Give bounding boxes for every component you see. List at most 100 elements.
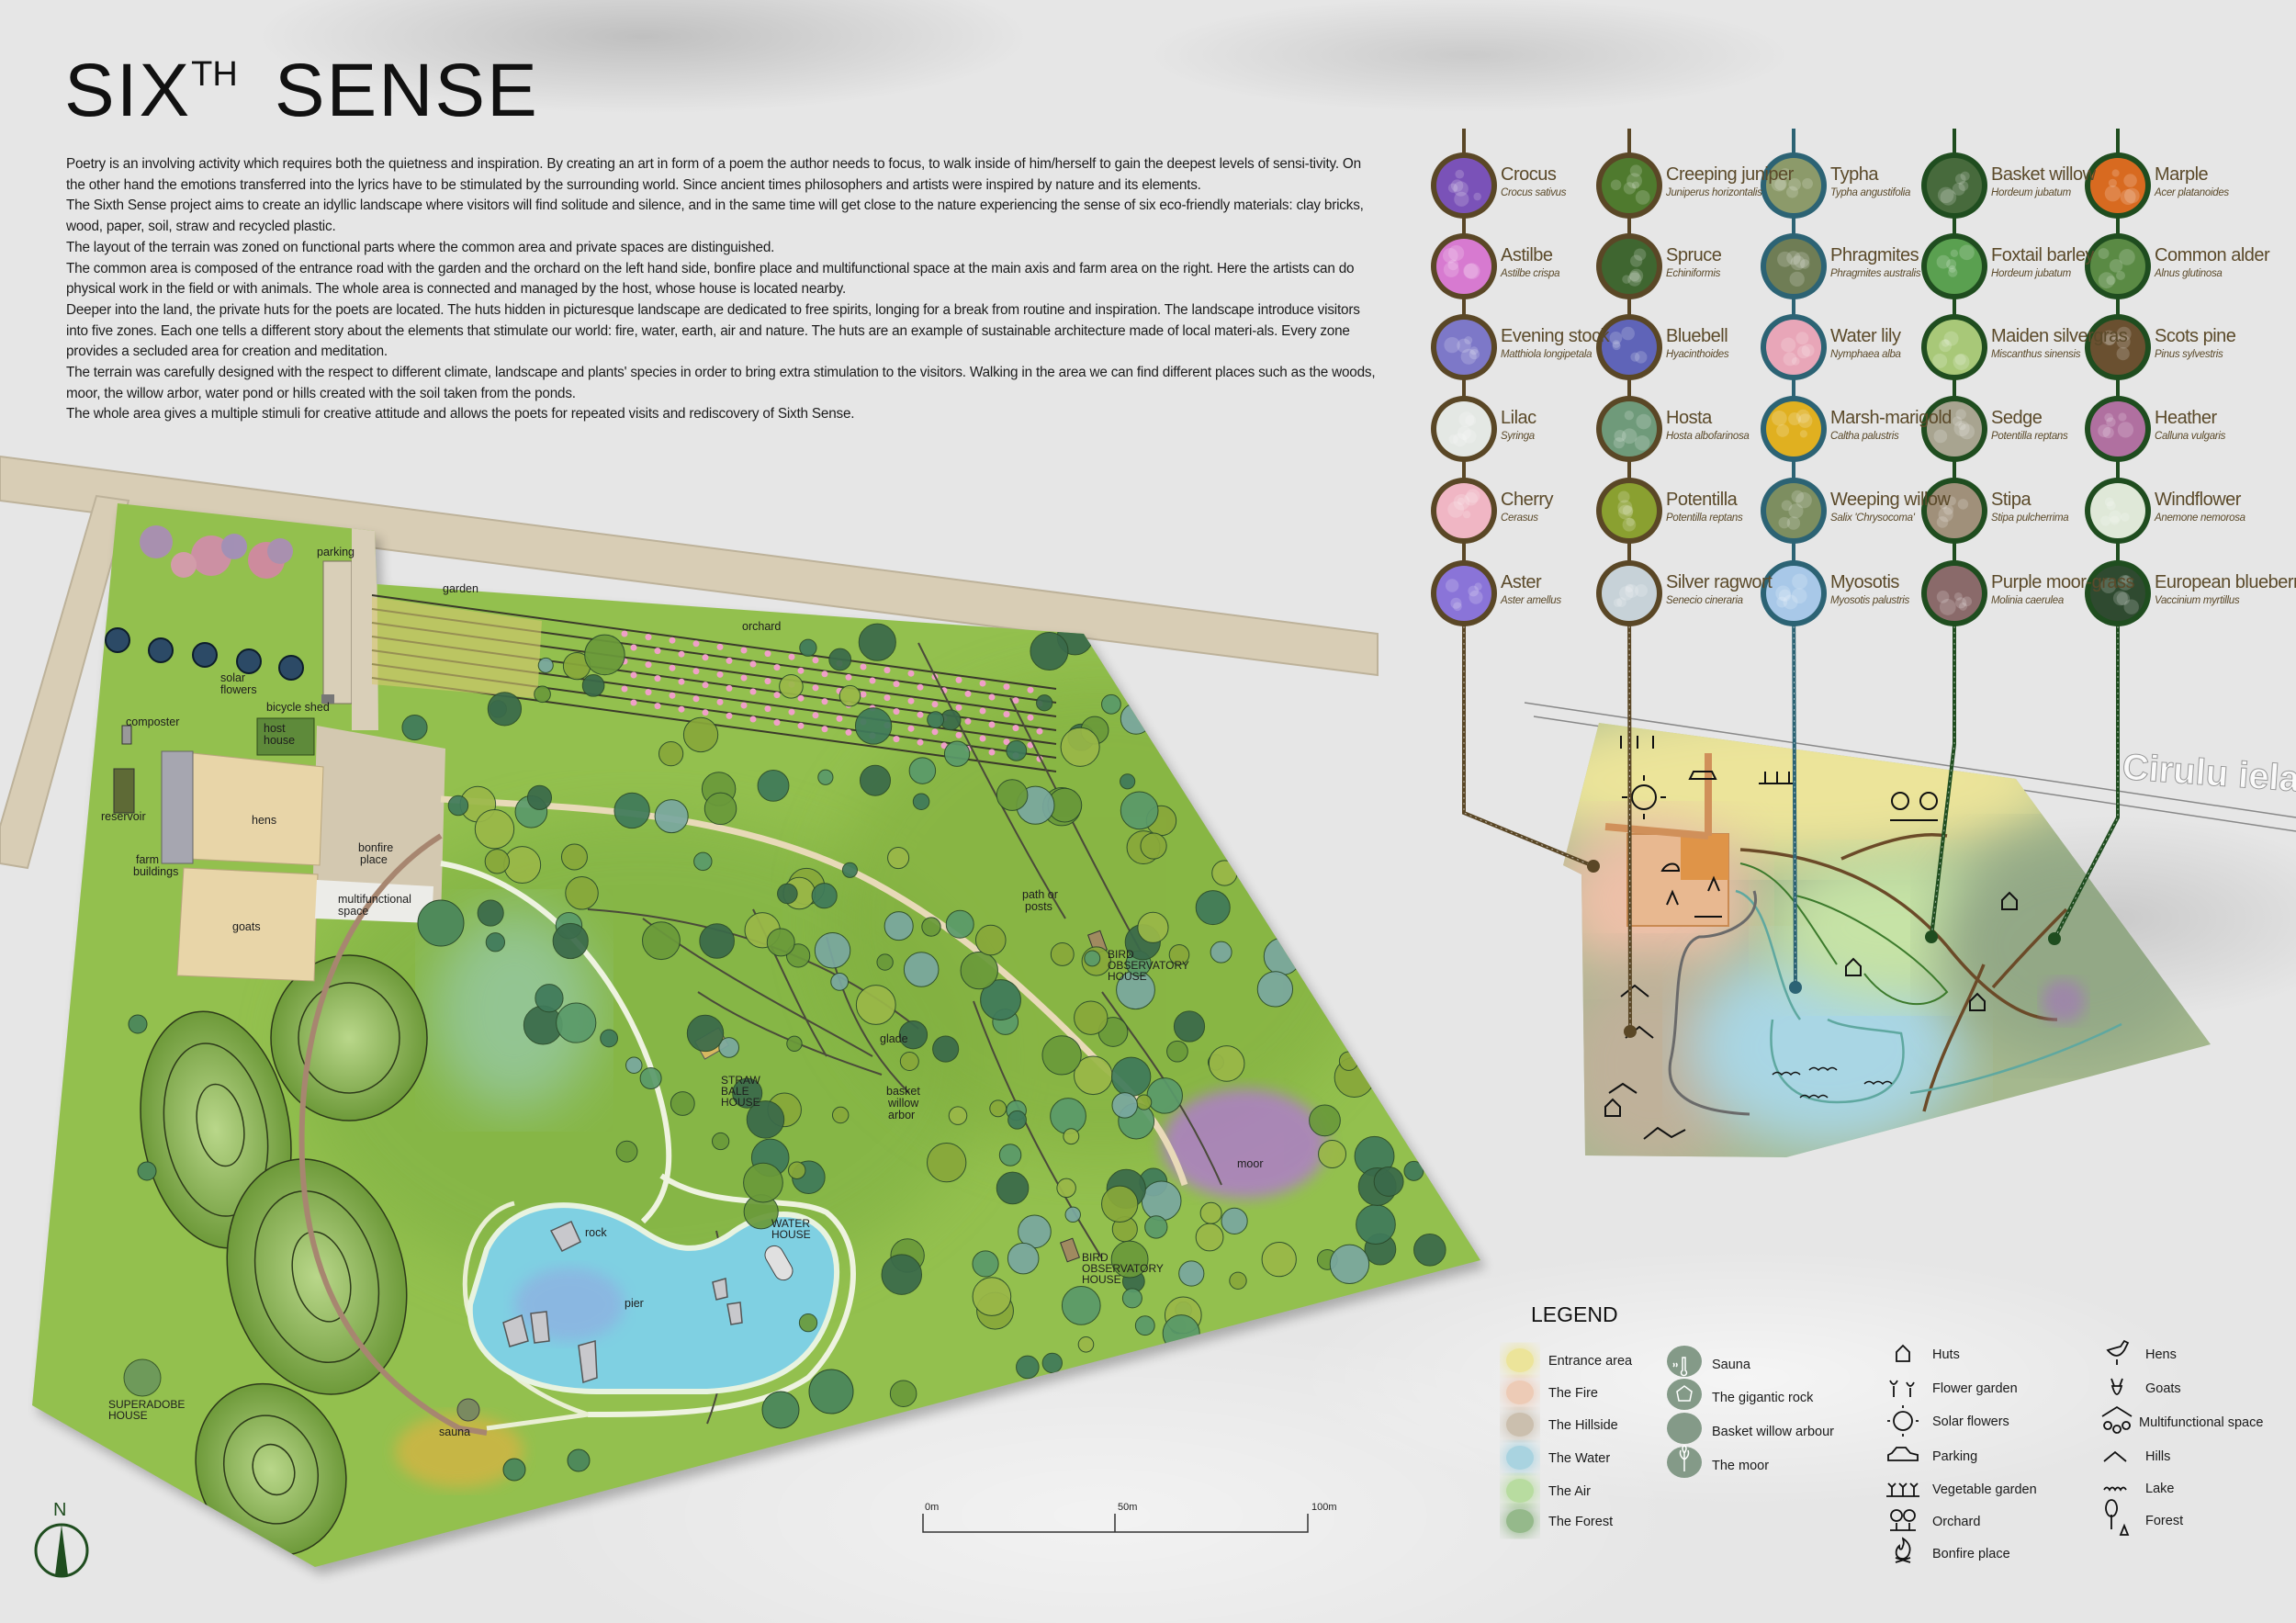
tree: [887, 847, 910, 870]
plant-photo-texture: [1954, 174, 1966, 185]
plant-photo-texture: [2112, 591, 2128, 606]
plant-name: Maiden silvergras: [1991, 326, 2128, 346]
plant-photo-texture: [1799, 259, 1810, 269]
host-house: [256, 717, 315, 756]
plant-photo: [1602, 401, 1657, 456]
tree: [1141, 1180, 1182, 1222]
tree: [670, 1091, 695, 1116]
garden-row: [371, 594, 1057, 690]
orchard-tree: [845, 673, 852, 681]
plant-photo-texture: [1957, 499, 1969, 510]
orchard-tree: [917, 683, 924, 691]
plant-photo: [1436, 401, 1491, 456]
tree: [998, 1144, 1022, 1167]
orchard-tree: [678, 705, 685, 713]
orchard-tree: [797, 694, 805, 702]
plant-photo-texture: [1777, 251, 1793, 267]
tree: [1077, 1336, 1095, 1353]
tree: [945, 909, 974, 939]
tree: [908, 757, 937, 784]
plant-photo: [1766, 566, 1821, 621]
label-superadobe-1: SUPERADOBE: [108, 1398, 185, 1411]
legend-symbol-label: Hills: [2145, 1449, 2170, 1464]
legend-feature-label: The moor: [1712, 1459, 1769, 1473]
plant-photo-texture: [1946, 496, 1956, 506]
tree: [137, 1161, 157, 1181]
hut-icon: [1896, 1344, 1910, 1362]
plant-photo-texture: [2116, 592, 2131, 605]
tree: [974, 924, 1007, 956]
orchard-tree: [702, 682, 709, 689]
plant-photo-texture: [2104, 412, 2113, 423]
plant-photo-texture: [2109, 259, 2123, 273]
plant-photo-texture: [1614, 429, 1626, 443]
plant-photo-texture: [1953, 592, 1963, 601]
tree: [1229, 1271, 1247, 1291]
plant-photo-texture: [1940, 189, 1957, 206]
tree: [1111, 1092, 1138, 1119]
connector-dots: [2054, 593, 2119, 940]
solar-flower: [192, 642, 218, 668]
plant-photo-texture: [1937, 186, 1954, 204]
plant-photo-texture: [1634, 351, 1648, 364]
orchard-tree: [621, 630, 628, 637]
tree: [654, 799, 689, 834]
tree: [703, 792, 737, 826]
legend-swatch: [1506, 1446, 1534, 1470]
plant-name: Crocus: [1501, 164, 1557, 185]
tree: [1036, 694, 1053, 712]
plant-item: [1921, 478, 1987, 544]
tree: [996, 779, 1029, 811]
plant-latin-name: Aster amellus: [1500, 595, 1561, 606]
plant-item: [1596, 560, 1662, 626]
plant-photo: [1927, 401, 1982, 456]
plant-photo-texture: [2100, 577, 2117, 593]
plant-photo-texture: [1450, 179, 1464, 192]
tree: [1134, 1315, 1155, 1336]
plant-latin-name: Syringa: [1501, 431, 1535, 442]
rocks: [502, 1221, 743, 1384]
tree: [1329, 1244, 1370, 1285]
connector-end: [1587, 860, 1600, 873]
plant-photo: [2090, 320, 2145, 375]
tree: [927, 711, 945, 729]
plant-photo-texture: [1958, 181, 1969, 191]
orchard-tree: [773, 664, 781, 671]
plant-photo-texture: [2106, 276, 2116, 286]
plant-photo-texture: [1465, 414, 1477, 426]
plant-photo-texture: [1450, 597, 1462, 609]
plant-photo: [1602, 158, 1657, 213]
plant-photo-texture: [1610, 179, 1622, 191]
tree: [1007, 1110, 1027, 1130]
orchard-tree: [955, 704, 962, 711]
label-orchard: orchard: [742, 620, 781, 633]
tree: [1016, 1355, 1040, 1380]
orchard-tree: [764, 678, 771, 685]
plant-photo-texture: [1778, 589, 1792, 602]
plant-photo: [2090, 239, 2145, 294]
legend-symbol-label: Hens: [2145, 1347, 2177, 1362]
plant-photo-texture: [2123, 599, 2139, 614]
plant-photo-texture: [1462, 429, 1477, 444]
plant-name: Cherry: [1501, 490, 1554, 510]
orchard-tree: [797, 722, 805, 729]
label-straw-1: STRAW: [721, 1074, 761, 1087]
tree: [972, 1250, 999, 1278]
plant-latin-name: Stipa pulcherrima: [1991, 513, 2068, 524]
plant-item: [1761, 396, 1827, 462]
plant-photo-texture: [1612, 340, 1621, 348]
plant-photo-texture: [1636, 413, 1651, 430]
plant-photo-texture: [1786, 186, 1798, 198]
hills: [140, 954, 428, 1557]
plant-photo-texture: [1943, 331, 1959, 346]
plant-photo: [1927, 566, 1982, 621]
plant-photo-texture: [1453, 433, 1468, 447]
plant-name: Scots pine: [2155, 326, 2236, 346]
tree: [1041, 1035, 1082, 1076]
plant-photo-texture: [1959, 244, 1975, 261]
goat-icon: [2110, 1378, 2123, 1395]
orchard-tree: [773, 719, 781, 727]
